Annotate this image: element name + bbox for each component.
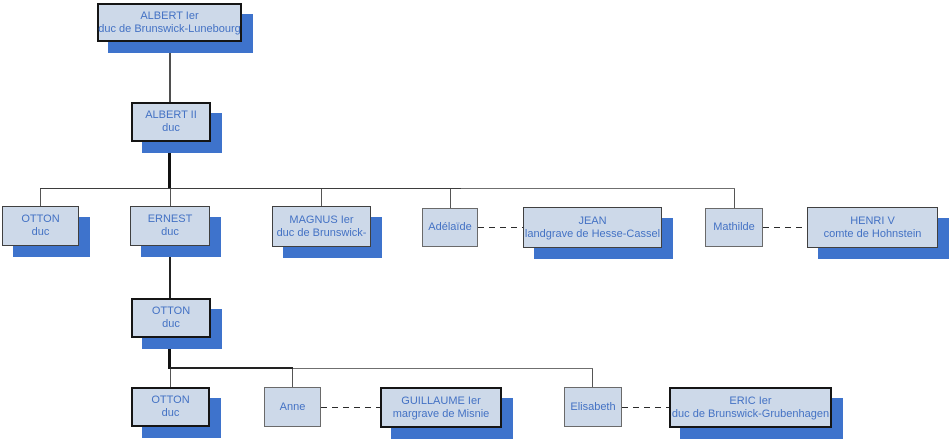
- connector-otton-g4-down: [168, 338, 171, 369]
- person-name: ERIC Ier: [729, 394, 772, 407]
- marriage-dash-mathilde-henri5: [763, 227, 807, 228]
- sibling-bar-gen5-left: [170, 367, 293, 369]
- person-name: Anne: [279, 400, 306, 413]
- marriage-dash-anne-guillaume: [321, 407, 380, 408]
- person-name: OTTON: [151, 305, 191, 317]
- person-node-otton-gen4[interactable]: OTTON duc: [131, 298, 211, 338]
- person-title: comte de Hohnstein: [823, 227, 922, 240]
- person-node-ernest[interactable]: ERNEST duc: [130, 206, 210, 246]
- person-name: HENRI V: [850, 214, 895, 227]
- person-node-henri-v[interactable]: HENRI V comte de Hohnstein: [807, 207, 938, 248]
- person-title: duc de Brunswick-: [276, 226, 367, 239]
- drop-mathilde: [734, 189, 735, 208]
- connector-albert1-albert2: [169, 42, 171, 102]
- person-name: ALBERT Ier: [140, 9, 199, 22]
- sibling-bar-gen5-right: [293, 368, 593, 369]
- person-name: OTTON: [21, 213, 60, 225]
- person-title: duc de Brunswick-Grubenhagen: [671, 407, 830, 420]
- sibling-bar-gen3-left: [40, 188, 461, 189]
- sibling-bar-gen3-right: [461, 188, 735, 189]
- drop-anne: [292, 369, 293, 387]
- drop-otton-g3: [40, 189, 41, 206]
- person-title: duc: [161, 407, 180, 419]
- person-node-albert-ier[interactable]: ALBERT Ier duc de Brunswick-Lunebourg: [97, 3, 242, 42]
- person-title: margrave de Misnie: [392, 407, 490, 420]
- person-title: duc: [161, 226, 179, 238]
- person-node-albert-ii[interactable]: ALBERT II duc: [131, 102, 211, 142]
- drop-elisabeth: [592, 369, 593, 387]
- person-name: GUILLAUME Ier: [401, 394, 481, 407]
- person-title: duc: [162, 122, 180, 134]
- person-title: landgrave de Hesse-Cassel: [524, 227, 661, 240]
- drop-adelaide: [450, 189, 451, 208]
- drop-magnus: [321, 189, 322, 206]
- person-title: duc de Brunswick-Lunebourg: [98, 22, 241, 35]
- person-node-eric[interactable]: ERIC Ier duc de Brunswick-Grubenhagen: [669, 387, 832, 428]
- person-name: OTTON: [151, 394, 190, 406]
- marriage-dash-elisabeth-eric: [622, 407, 669, 408]
- drop-otton-g5: [170, 369, 171, 387]
- person-node-otton-gen5[interactable]: OTTON duc: [131, 387, 210, 427]
- person-name: Mathilde: [713, 221, 755, 233]
- person-node-mathilde[interactable]: Mathilde: [705, 208, 763, 247]
- connector-ernest-otton-g4: [169, 246, 171, 298]
- drop-ernest: [170, 189, 171, 207]
- person-node-anne[interactable]: Anne: [264, 387, 321, 427]
- person-node-magnus[interactable]: MAGNUS Ier duc de Brunswick-: [272, 206, 371, 247]
- person-node-guillaume[interactable]: GUILLAUME Ier margrave de Misnie: [380, 387, 502, 428]
- person-title: duc: [31, 226, 50, 238]
- person-name: ALBERT II: [145, 109, 197, 121]
- connector-albert2-down: [168, 141, 171, 189]
- person-name: ERNEST: [147, 213, 193, 225]
- person-name: Adélaïde: [428, 221, 472, 233]
- person-node-jean[interactable]: JEAN landgrave de Hesse-Cassel: [523, 207, 662, 248]
- person-node-otton-gen3[interactable]: OTTON duc: [2, 206, 79, 246]
- person-name: Elisabeth: [570, 400, 616, 413]
- person-name: MAGNUS Ier: [289, 213, 354, 226]
- marriage-dash-adelaide-jean: [478, 227, 523, 228]
- person-title: duc: [162, 318, 180, 330]
- person-node-elisabeth[interactable]: Elisabeth: [564, 387, 622, 427]
- person-node-adelaide[interactable]: Adélaïde: [422, 208, 478, 247]
- person-name: JEAN: [578, 214, 607, 227]
